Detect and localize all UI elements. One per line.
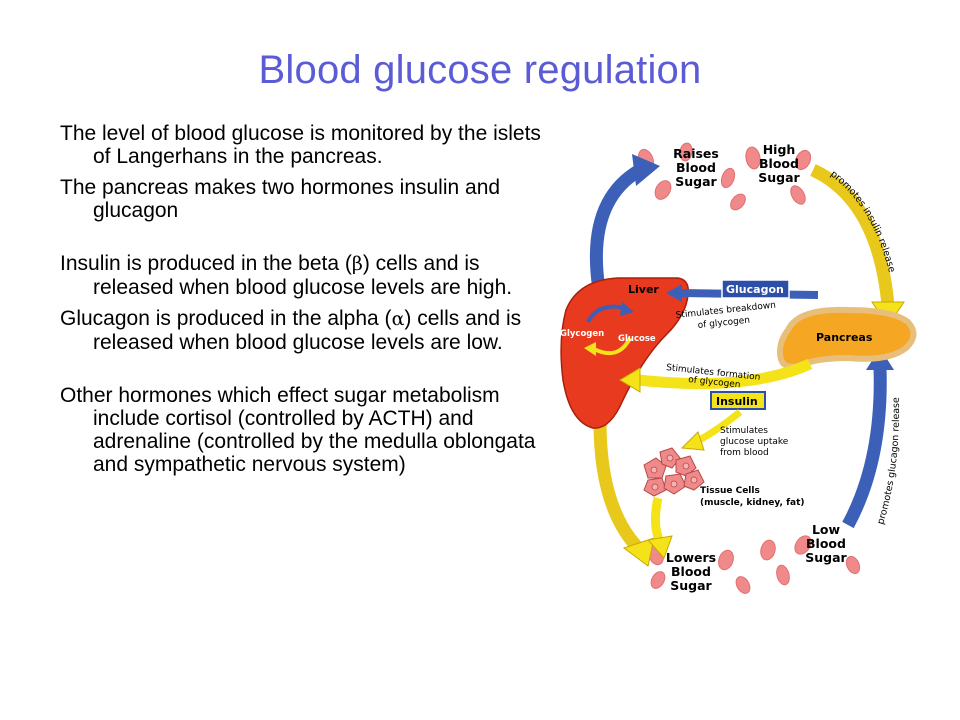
uptake-label-3: from blood [720,448,769,458]
paragraph-insulin: Insulin is produced in the beta (β) cell… [60,252,560,299]
svg-text:Raises: Raises [673,146,719,161]
tissue-label-1: Tissue Cells [700,486,760,496]
insulin-text-start: Insulin is produced in the beta ( [60,252,352,275]
low-blood-sugar-label: Low Blood Sugar [805,522,847,565]
glucagon-arrowhead [666,284,682,302]
alpha-symbol: α [391,308,405,330]
cycle-arrowhead-blue [620,302,634,316]
svg-text:Blood: Blood [676,160,716,175]
glucose-label: Glucose [618,334,656,344]
liver-to-lowers-arrow [593,421,645,555]
paragraph-other-hormones: Other hormones which effect sugar metabo… [60,384,536,476]
beta-symbol: β [351,253,363,275]
blood-cells-bottom [648,535,861,594]
svg-text:Blood: Blood [806,536,846,551]
svg-text:Blood: Blood [759,156,799,171]
lowers-blood-sugar-label: Lowers Blood Sugar [666,550,716,593]
insulin-text-end: ) cells and is released when blood gluco… [93,252,513,299]
svg-text:Sugar: Sugar [670,578,712,593]
uptake-label-1: Stimulates [720,426,768,436]
high-to-pancreas-arrow [810,164,895,306]
svg-text:Blood: Blood [671,564,711,579]
paragraph-glucagon: Glucagon is produced in the alpha (α) ce… [60,307,560,354]
liver-to-raises-arrow [589,164,644,283]
glucagon-box [721,279,790,299]
insulin-arrow [637,358,813,390]
insulin-label: Insulin [716,395,758,408]
paragraph-islets: The level of blood glucose is monitored … [60,122,541,168]
svg-text:Lowers: Lowers [666,550,716,565]
glucagon-text-start: Glucagon is produced in the alpha ( [60,307,392,330]
glycogen-cycle-yellow [591,337,632,356]
low-to-pancreas-arrow [842,367,887,529]
slide-title: Blood glucose regulation [258,48,702,92]
cycle-arrowhead-yellow [584,342,596,356]
glycogen-label: Glycogen [560,329,604,339]
tissue-to-lowers-arrow [650,497,665,544]
svg-text:Sugar: Sugar [805,550,847,565]
svg-text:Sugar: Sugar [675,174,717,189]
insulin-to-tissue-arrowhead [680,431,705,451]
body-text: The level of blood glucose is monitored … [60,122,560,484]
glucose-regulation-diagram: Liver Glycogen Glucose Glucagon Stimulat… [560,142,917,594]
tissue-label-2: (muscle, kidney, fat) [700,498,804,508]
glucagon-label: Glucagon [726,283,784,296]
liver-shape [560,277,690,429]
uptake-label-2: glucose uptake [720,437,789,447]
raises-blood-sugar-label: Raises Blood Sugar [673,146,719,189]
pancreas-shape [776,306,917,370]
tissue-to-lowers-arrowhead [647,535,673,559]
insulin-arrowhead [619,367,641,393]
insulin-box [710,391,766,410]
tissue-nuclei [650,454,698,491]
pancreas-label: Pancreas [816,331,873,344]
svg-text:High: High [763,142,796,157]
high-blood-sugar-label: High Blood Sugar [758,142,800,185]
paragraph-two-hormones: The pancreas makes two hormones insulin … [60,176,501,222]
liver-to-lowers-arrowhead [622,537,655,567]
svg-text:Sugar: Sugar [758,170,800,185]
blood-cells-top [637,142,812,211]
glucagon-text-end: ) cells and is released when blood gluco… [93,307,522,354]
svg-text:Low: Low [812,522,841,537]
liver-to-raises-arrowhead [632,154,660,186]
liver-label: Liver [628,283,659,296]
